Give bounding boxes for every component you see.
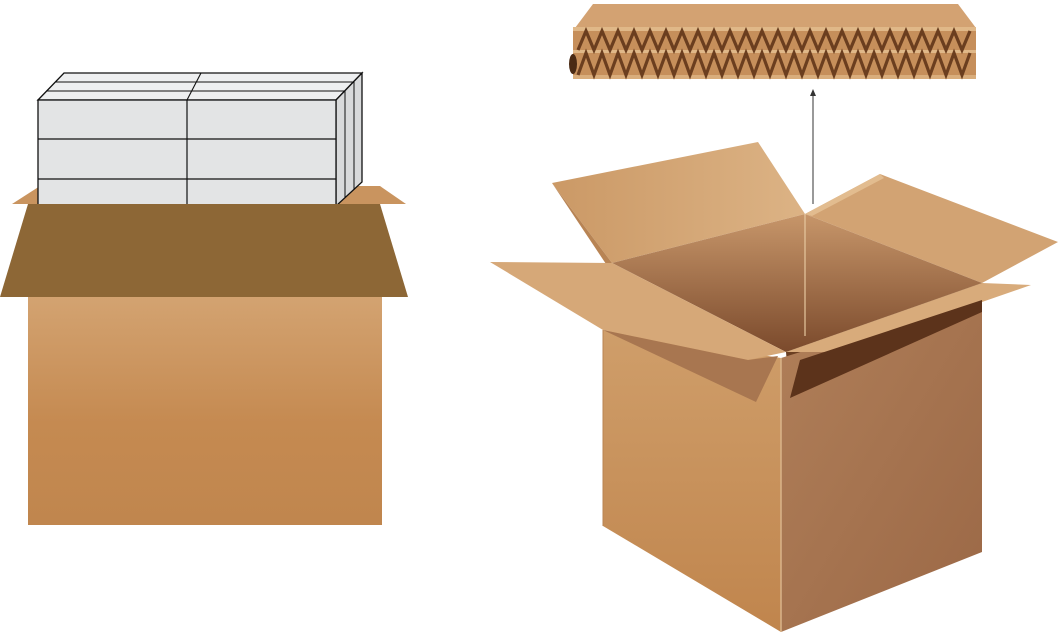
closed-box-front xyxy=(28,297,382,525)
open-cardboard-box xyxy=(490,142,1058,632)
front-left-flap xyxy=(490,262,786,360)
pointer-arrow xyxy=(810,89,816,204)
back-left-flap xyxy=(552,142,805,263)
back-right-flap xyxy=(805,174,1058,283)
front-lid-flap xyxy=(0,204,408,297)
open-box-right-side xyxy=(781,296,982,632)
box-interior xyxy=(612,214,982,352)
open-box-front xyxy=(603,330,781,632)
closed-box-with-paper-stack xyxy=(0,71,408,525)
paper-stack xyxy=(36,71,364,208)
front-right-flap xyxy=(786,283,1031,352)
corrugated-cross-section xyxy=(569,4,976,80)
